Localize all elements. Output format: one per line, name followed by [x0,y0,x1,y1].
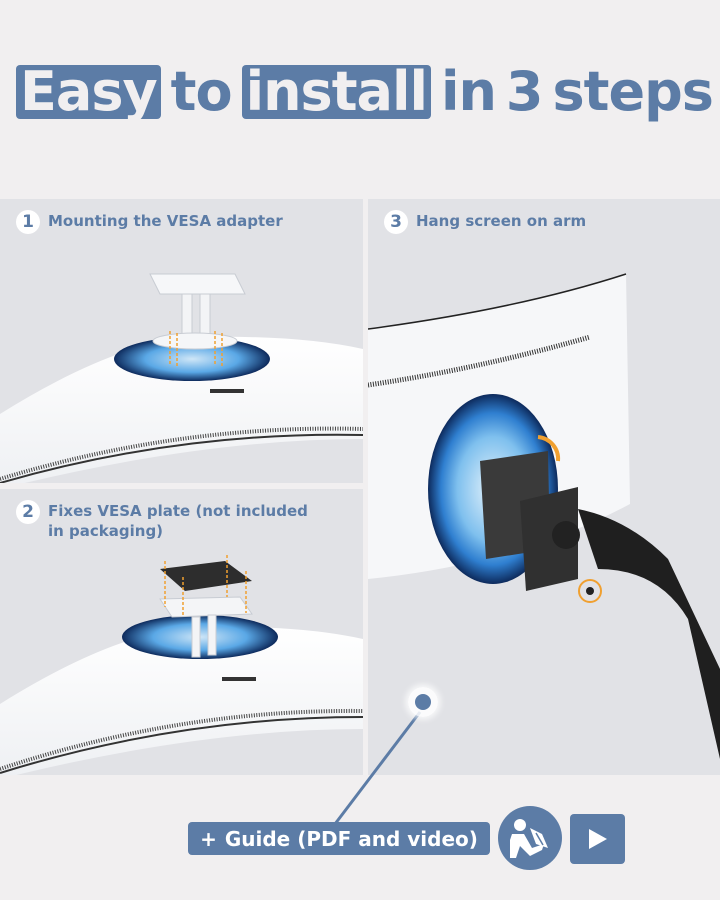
step-1-label: Mounting the VESA adapter [48,212,283,230]
guide-button[interactable]: + Guide (PDF and video) [188,822,490,855]
play-icon [588,829,607,849]
guide-label: Guide (PDF and video) [224,826,478,851]
callout-pointer-dot [408,687,438,717]
step-3-panel: 3 Hang screen on arm [368,199,720,775]
step-3-heading: 3 Hang screen on arm [384,210,587,234]
headline-word-to: to [170,60,233,123]
headline-word-3: 3 [505,60,544,123]
step-2-label: Fixes VESA plate (not included in packag… [48,502,308,540]
step-1-panel: 1 Mounting the VESA adapter [0,199,363,483]
headline-word-easy: Easy [16,65,161,119]
step-2-heading: 2 Fixes VESA plate (not included in pack… [16,500,318,541]
vesa-plate-fixing-illustration [0,555,363,775]
play-video-button[interactable] [570,814,625,864]
headline-word-steps: steps [552,60,714,123]
headline-word-in: in [440,60,497,123]
vesa-adapter-mounting-illustration [0,273,363,483]
reading-manual-button[interactable] [498,806,562,870]
reading-manual-icon [510,819,548,858]
step-1-heading: 1 Mounting the VESA adapter [16,210,283,234]
step-1-number-badge: 1 [16,210,40,234]
step-2-panel: 2 Fixes VESA plate (not included in pack… [0,489,363,775]
step-3-number-badge: 3 [384,210,408,234]
plus-icon: + [200,826,217,851]
step-2-number-badge: 2 [16,500,40,524]
step-3-label: Hang screen on arm [416,212,587,230]
page-title: Easy to install in 3 steps [16,60,714,123]
headline-word-install: install [241,65,431,119]
hang-screen-on-arm-illustration [368,273,720,759]
